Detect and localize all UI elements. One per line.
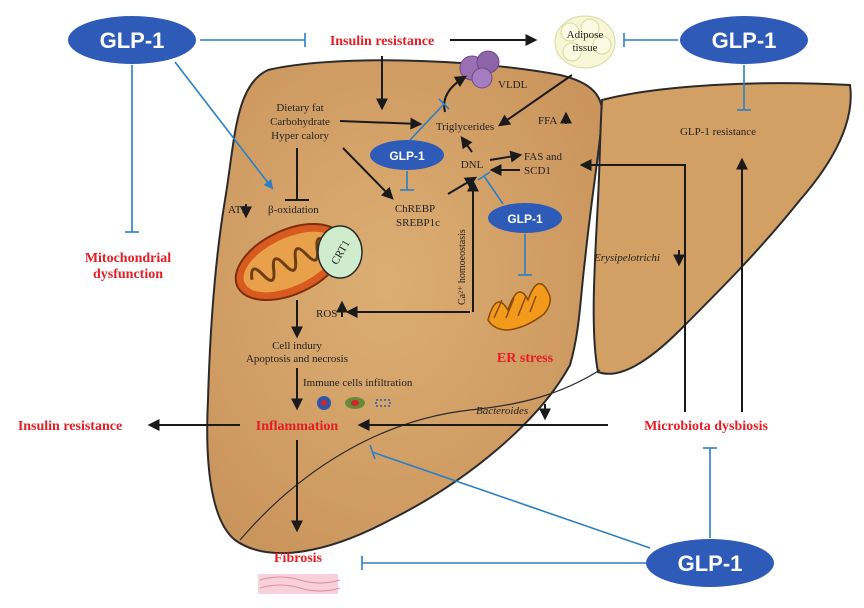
ros-label: ROS	[316, 308, 337, 320]
fibrosis-icon	[258, 574, 341, 594]
cell-injury-label: Cell indury	[272, 340, 322, 352]
adipose-tissue-icon	[554, 15, 616, 69]
arrow-glp1-beta-ox	[174, 61, 274, 190]
ffa-label: FFA	[538, 115, 557, 127]
svg-text:GLP-1: GLP-1	[100, 28, 165, 53]
er-stress-label: ER stress	[497, 351, 554, 366]
dietary-fat-label: Dietary fat	[276, 102, 323, 114]
dnl-label: DNL	[461, 159, 484, 171]
liver-left-lobe	[206, 59, 604, 555]
arrow-diet-to-chrebp	[342, 147, 394, 200]
svg-text:GLP-1: GLP-1	[507, 212, 543, 226]
ca-homeostasis-label: Ca²⁺ homoeostasis	[457, 229, 468, 305]
fibrosis-label: Fibrosis	[274, 551, 323, 566]
insulin-resistance-left: Insulin resistance	[18, 419, 122, 434]
glp1-bottom-right: GLP-1	[646, 539, 774, 587]
glp1-top-right: GLP-1	[680, 16, 808, 64]
apoptosis-label: Apoptosis and necrosis	[246, 353, 348, 365]
vldl-label: VLDL	[498, 79, 528, 91]
insulin-resistance-top: Insulin resistance	[330, 34, 434, 49]
srebp1c-label: SREBP1c	[396, 217, 440, 229]
tbar-inflammation	[369, 444, 376, 460]
glp1-top-left: GLP-1	[68, 16, 196, 64]
arrow-dnl-to-tg	[460, 136, 473, 153]
immune-cells-icons	[317, 396, 391, 410]
mitochondrial-label: Mitochondrial	[85, 251, 171, 266]
arrow-dysbiosis-to-fas	[579, 159, 686, 412]
scd1-label: SCD1	[524, 165, 551, 177]
adipose-label-2: tissue	[572, 42, 597, 54]
tbar-tg	[438, 98, 450, 110]
svg-text:GLP-1: GLP-1	[712, 28, 777, 53]
immune-infiltration-label: Immune cells infiltration	[303, 377, 413, 389]
liver-lower-edge	[239, 369, 601, 541]
fas-label: FAS and	[524, 151, 562, 163]
arrow-diet-to-tg	[339, 117, 423, 130]
arrow-adipose-to-tg	[498, 74, 573, 127]
microbiota-dysbiosis-label: Microbiota dysbiosis	[644, 419, 768, 434]
mitochondrion-icon	[234, 223, 346, 301]
inhibit-glp1-tg	[409, 103, 445, 141]
carbohydrate-label: Carbohydrate	[270, 116, 330, 128]
beta-oxidation-label: β-oxidation	[268, 204, 319, 216]
dysfunction-label: dysfunction	[93, 267, 163, 282]
inhibit-glp1-dnl	[483, 175, 504, 205]
liver-right-lobe	[592, 82, 852, 375]
glp1-small-mid: GLP-1	[488, 203, 562, 233]
inhibit-glp1-inflammation	[371, 451, 651, 549]
bacteroides-label: Bacteroides	[476, 405, 528, 417]
tbar-dnl	[477, 171, 491, 181]
erysipelotrichi-label: Erysipelotrichi	[593, 252, 660, 264]
er-stress-icon	[487, 283, 551, 331]
triglycerides-label: Triglycerides	[436, 121, 494, 133]
arrow-tg-to-vldl	[443, 75, 468, 113]
glp1-small-upper: GLP-1	[370, 140, 444, 170]
arrow-dnl-to-fas	[489, 150, 523, 163]
svg-text:GLP-1: GLP-1	[389, 149, 425, 163]
atp-label: ATP	[228, 204, 248, 216]
glp1-resistance-label: GLP-1 resistance	[680, 126, 756, 138]
adipose-label-1: Adipose	[567, 29, 604, 41]
chrebp-label: ChREBP	[395, 203, 435, 215]
svg-text:GLP-1: GLP-1	[678, 551, 743, 576]
crt1-oval	[317, 225, 363, 279]
vldl-icon	[459, 50, 500, 89]
hyper-calory-label: Hyper calory	[271, 130, 329, 142]
inflammation-label: Inflammation	[256, 419, 339, 434]
